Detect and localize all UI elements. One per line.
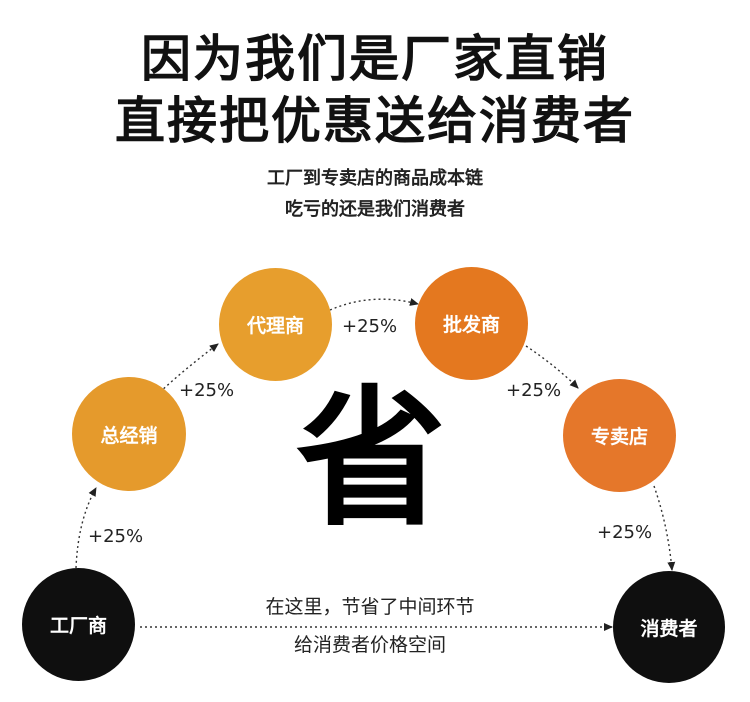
markup-label-2: +25% bbox=[179, 380, 235, 401]
arrow-distributor-to-agent bbox=[159, 343, 219, 393]
bottom-note-line-2: 给消费者价格空间 bbox=[293, 634, 446, 656]
arrow-agent-to-wholesaler bbox=[329, 298, 419, 311]
node-factory: 工厂商 bbox=[22, 568, 135, 681]
node-consumer: 消费者 bbox=[613, 571, 725, 683]
node-store: 专卖店 bbox=[563, 379, 676, 492]
markup-label-1: +25% bbox=[88, 526, 144, 547]
headline-line-1: 因为我们是厂家直销 bbox=[141, 30, 609, 88]
node-store-label: 专卖店 bbox=[590, 426, 648, 448]
arrow-wholesaler-to-store bbox=[525, 345, 579, 389]
markup-label-5: +25% bbox=[597, 522, 653, 543]
node-general-distributor: 总经销 bbox=[72, 377, 186, 491]
node-factory-label: 工厂商 bbox=[49, 615, 107, 637]
node-wholesaler-label: 批发商 bbox=[442, 314, 500, 336]
markup-label-4: +25% bbox=[506, 380, 562, 401]
node-general-distributor-label: 总经销 bbox=[100, 424, 158, 447]
headline-line-2: 直接把优惠送给消费者 bbox=[115, 92, 635, 150]
node-agent: 代理商 bbox=[219, 268, 332, 381]
arrow-store-to-consumer bbox=[653, 485, 676, 571]
arrow-factory-to-distributor bbox=[75, 487, 97, 569]
save-character: 省 bbox=[296, 373, 447, 547]
bottom-note-line-1: 在这里，节省了中间环节 bbox=[265, 596, 475, 618]
subheadline-line-1: 工厂到专卖店的商品成本链 bbox=[267, 168, 483, 189]
subheadline-line-2: 吃亏的还是我们消费者 bbox=[285, 199, 465, 220]
markup-label-3: +25% bbox=[342, 316, 398, 337]
node-agent-label: 代理商 bbox=[246, 315, 304, 337]
node-consumer-label: 消费者 bbox=[640, 617, 698, 640]
node-wholesaler: 批发商 bbox=[415, 267, 528, 380]
